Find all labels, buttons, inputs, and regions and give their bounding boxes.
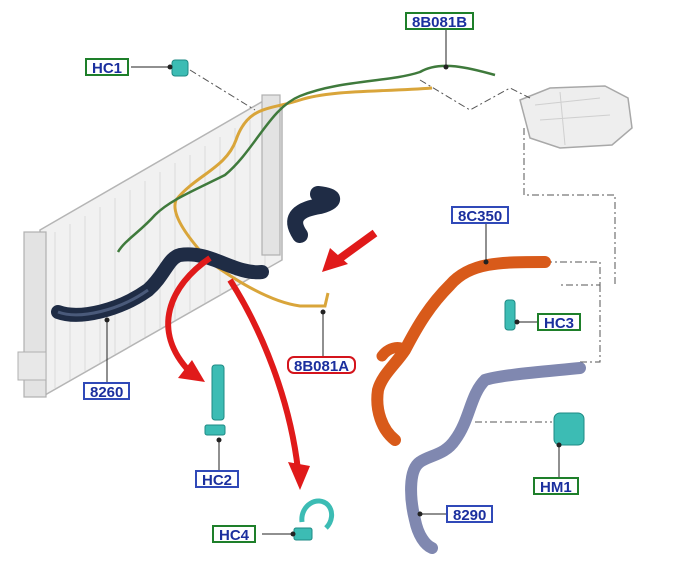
hose-8b081a (173, 86, 433, 308)
callout-hc2[interactable]: HC2 (195, 470, 240, 489)
hose-8290 (405, 362, 586, 554)
callout-8260[interactable]: 8260 (83, 382, 131, 401)
callout-leaders (106, 30, 560, 535)
coolant-expansion-tank (519, 85, 633, 149)
clip-hc1-icon (171, 59, 189, 77)
callout-8290[interactable]: 8290 (446, 505, 494, 524)
callout-dots (104, 64, 562, 537)
leader-lines (189, 69, 616, 423)
callout-8c350[interactable]: 8C350 (451, 206, 510, 225)
callout-8b081a[interactable]: 8B081A (287, 356, 357, 375)
red-curved-arrow-hc4-icon (227, 278, 310, 490)
clip-hc2-icon (204, 364, 226, 436)
upper-radiator-hose (287, 186, 341, 243)
callout-8b081b[interactable]: 8B081B (405, 12, 475, 31)
callout-hm1[interactable]: HM1 (533, 477, 579, 496)
clip-hc4-icon (293, 498, 335, 541)
red-curved-arrow-hc2-icon (165, 255, 212, 382)
clamp-hm1-icon (553, 412, 585, 446)
clip-hc3-icon (504, 299, 516, 331)
hose-8b081b (116, 64, 496, 253)
hose-8c350 (371, 256, 551, 446)
red-arrow-icon (322, 229, 378, 272)
callout-hc4[interactable]: HC4 (212, 525, 257, 544)
radiator (17, 94, 283, 398)
callout-hc3[interactable]: HC3 (537, 313, 582, 332)
callout-hc1[interactable]: HC1 (85, 58, 130, 77)
